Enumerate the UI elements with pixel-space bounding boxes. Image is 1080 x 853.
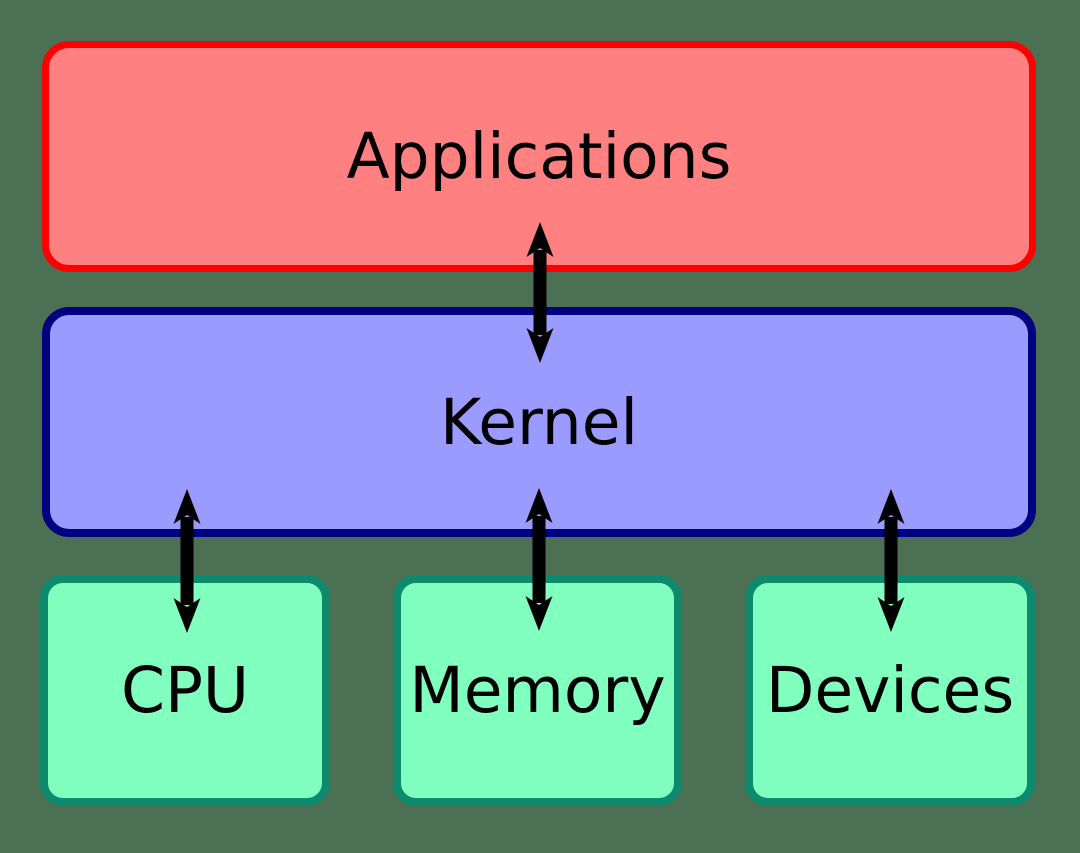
- node-devices: Devices: [745, 575, 1035, 806]
- node-applications: Applications: [42, 41, 1036, 272]
- node-memory-label: Memory: [409, 654, 666, 727]
- node-cpu: CPU: [40, 575, 330, 806]
- node-kernel-label: Kernel: [440, 385, 638, 459]
- node-memory: Memory: [393, 575, 682, 806]
- node-cpu-label: CPU: [120, 654, 250, 727]
- node-devices-label: Devices: [765, 654, 1015, 727]
- node-applications-label: Applications: [346, 120, 732, 193]
- node-kernel: Kernel: [42, 307, 1036, 537]
